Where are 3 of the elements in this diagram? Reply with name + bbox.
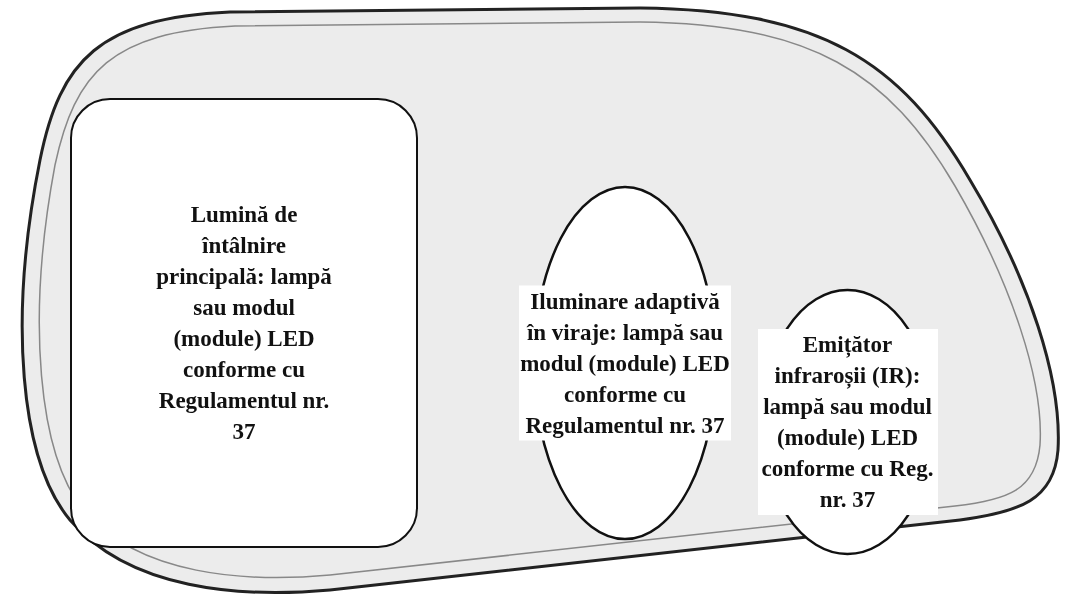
node-label: Iluminare adaptivă în viraje: lampă sau modul (module) LED conforme cu Regulamentul nr. 37 bbox=[519, 285, 731, 441]
node-label: Emițător infraroșii (IR): lampă sau modul (module) LED conforme cu Reg. nr. 37 bbox=[757, 329, 938, 515]
rounded-box bbox=[70, 98, 418, 548]
